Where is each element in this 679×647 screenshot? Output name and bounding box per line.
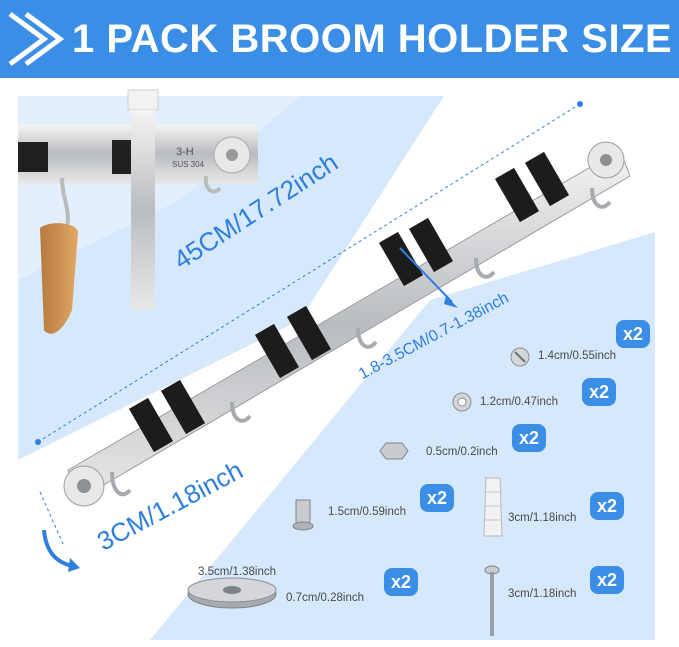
rubber-clip-3 — [378, 217, 454, 287]
background-panel-bottom — [150, 232, 655, 640]
qty-badge: x2 — [384, 568, 418, 596]
qty-badge: x2 — [590, 492, 624, 520]
length-dimension-line — [37, 103, 581, 443]
hex-nut-icon — [379, 442, 409, 460]
part-size-label-secondary: 0.7cm/0.28inch — [286, 592, 364, 604]
inset-photo — [18, 89, 258, 334]
rail-model-mark: 3-H — [176, 146, 194, 158]
round-screw-head-icon — [510, 347, 530, 367]
header-banner: 1 PACK BROOM HOLDER SIZE — [0, 0, 679, 78]
part-size-label: 3cm/1.18inch — [508, 588, 577, 600]
clip-range-arrow-icon — [399, 247, 453, 303]
qty-badge: x2 — [420, 484, 454, 512]
rail-material-mark: SUS 304 — [172, 160, 205, 169]
part-size-label: 3cm/1.18inch — [508, 512, 577, 524]
rail-hooks — [110, 187, 612, 497]
qty-badge: x2 — [590, 566, 624, 594]
qty-badge: x2 — [582, 378, 616, 406]
barrel-nut-icon — [292, 499, 314, 531]
part-size-label: 1.5cm/0.59inch — [328, 506, 406, 518]
part-size-label: 1.4cm/0.55inch — [538, 350, 616, 362]
part-size-label: 3.5cm/1.38inch — [198, 566, 276, 578]
double-chevron-icon — [8, 11, 64, 67]
page-title: 1 PACK BROOM HOLDER SIZE — [72, 17, 673, 61]
screw-icon — [484, 565, 500, 636]
wall-anchor-icon — [483, 477, 503, 537]
rubber-clip-2 — [254, 305, 332, 379]
qty-badge: x2 — [616, 320, 650, 348]
magnetic-disc-icon — [187, 577, 277, 609]
part-size-label: 1.2cm/0.47inch — [480, 396, 558, 408]
curved-arrow-icon — [42, 529, 73, 568]
part-size-label: 0.5cm/0.2inch — [426, 446, 498, 458]
qty-badge: x2 — [512, 424, 546, 452]
rubber-clip-4 — [494, 151, 570, 223]
washer-icon — [452, 392, 472, 412]
width-dimension-line — [39, 491, 65, 547]
rubber-clip-1 — [128, 379, 206, 453]
